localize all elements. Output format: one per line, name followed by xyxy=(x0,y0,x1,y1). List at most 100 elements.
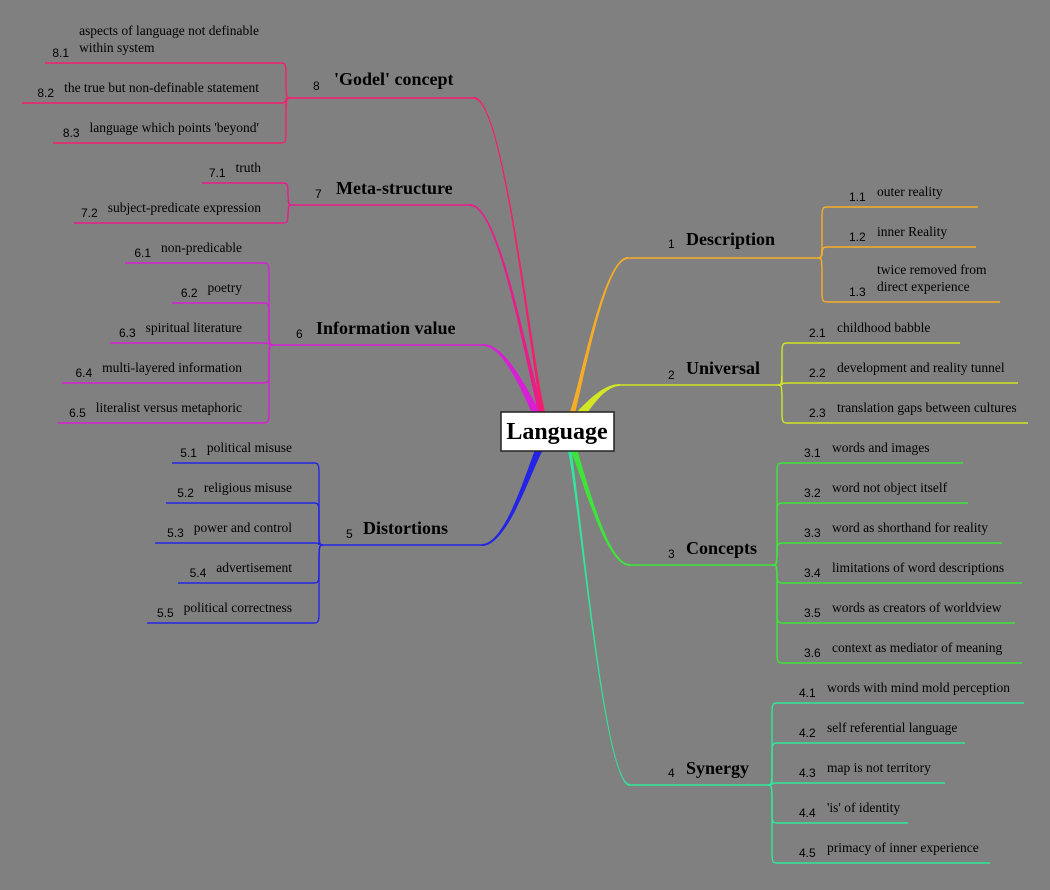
connector xyxy=(282,204,293,224)
branch-number: 1 xyxy=(668,237,675,251)
sub-number: 4.2 xyxy=(799,726,816,740)
sub-node-3-5[interactable]: 3.5 words as creators of worldview xyxy=(782,600,1015,624)
sub-label: words with mind mold perception xyxy=(827,680,1010,695)
branch-title: 'Godel' concept xyxy=(334,69,454,89)
sub-label: poetry xyxy=(208,280,243,295)
connector xyxy=(772,564,783,664)
sub-node-3-6[interactable]: 3.6 context as mediator of meaning xyxy=(782,640,1022,664)
sub-number: 6.1 xyxy=(134,246,151,260)
sub-label: spiritual literature xyxy=(146,320,242,335)
sub-number: 3.2 xyxy=(804,486,821,500)
branch-title: Description xyxy=(686,229,775,249)
connector xyxy=(263,335,274,346)
sub-label: context as mediator of meaning xyxy=(832,640,1002,655)
connector xyxy=(777,375,788,386)
branch-number: 5 xyxy=(346,527,353,541)
sub-node-4-1[interactable]: 4.1 words with mind mold perception xyxy=(777,680,1024,704)
connector xyxy=(772,542,783,566)
sub-node-4-4[interactable]: 4.4'is' of identity xyxy=(777,800,908,824)
sub-label: words and images xyxy=(832,440,929,455)
sub-label: development and reality tunnel xyxy=(837,360,1005,375)
sub-label: language which points 'beyond' xyxy=(90,120,259,135)
sub-number: 1.2 xyxy=(849,230,866,244)
sub-label: political misuse xyxy=(207,440,292,455)
trunk-7 xyxy=(470,204,549,443)
branch-8[interactable]: 8 'Godel' concept xyxy=(313,69,454,93)
sub-number: 3.4 xyxy=(804,566,821,580)
central-node[interactable]: Language xyxy=(500,411,615,452)
sub-number: 4.1 xyxy=(799,686,816,700)
branch-number: 3 xyxy=(668,547,675,561)
sub-number: 3.6 xyxy=(804,646,821,660)
sub-label: limitations of word descriptions xyxy=(832,560,1004,575)
sub-node-8-1[interactable]: aspects of language not definablewithin … xyxy=(45,23,281,64)
sub-label: words as creators of worldview xyxy=(832,600,1002,615)
sub-label: inner Reality xyxy=(877,224,947,239)
sub-node-6-2[interactable]: poetry 6.2 xyxy=(172,280,264,304)
connector xyxy=(767,784,778,864)
connector xyxy=(280,62,291,99)
connector xyxy=(777,384,788,424)
sub-number: 4.5 xyxy=(799,846,816,860)
sub-label: childhood babble xyxy=(837,320,930,335)
sub-label: outer reality xyxy=(877,184,943,199)
sub-label: subject-predicate expression xyxy=(108,200,262,215)
sub-number: 3.1 xyxy=(804,446,821,460)
connector xyxy=(280,97,291,144)
sub-number: 4.4 xyxy=(799,806,816,820)
branch-number: 4 xyxy=(668,766,675,780)
sub-number: 8.1 xyxy=(52,46,69,60)
sub-number: 3.3 xyxy=(804,526,821,540)
branch-title: Information value xyxy=(316,318,456,338)
sub-node-1-1[interactable]: 1.1 outer reality xyxy=(827,184,978,208)
sub-number: 5.1 xyxy=(180,446,197,460)
sub-label: word as shorthand for reality xyxy=(832,520,988,535)
sub-node-3-3[interactable]: 3.3 word as shorthand for reality xyxy=(782,520,1002,544)
sub-number: 6.2 xyxy=(181,286,198,300)
sub-number: 6.4 xyxy=(75,366,92,380)
branch-title: Meta-structure xyxy=(336,178,453,198)
sub-node-3-1[interactable]: 3.1 words and images xyxy=(782,440,963,464)
connector xyxy=(313,544,324,624)
branch-title: Universal xyxy=(686,358,760,378)
connector xyxy=(817,257,828,303)
sub-number: 1.1 xyxy=(849,190,866,204)
sub-number: 3.5 xyxy=(804,606,821,620)
sub-node-1-2[interactable]: 1.2 inner Reality xyxy=(827,224,976,248)
branch-number: 8 xyxy=(313,79,320,93)
connector xyxy=(767,775,778,786)
branch-1[interactable]: 1 Description xyxy=(668,229,775,251)
sub-node-3-4[interactable]: 3.4 limitations of word descriptions xyxy=(782,560,1022,584)
sub-number: 6.5 xyxy=(69,406,86,420)
sub-node-8-3[interactable]: language which points 'beyond'8.3 xyxy=(53,120,281,144)
sub-node-5-1[interactable]: political misuse 5.1 xyxy=(172,440,314,464)
connector xyxy=(313,535,324,546)
sub-label: direct experience xyxy=(877,279,970,294)
